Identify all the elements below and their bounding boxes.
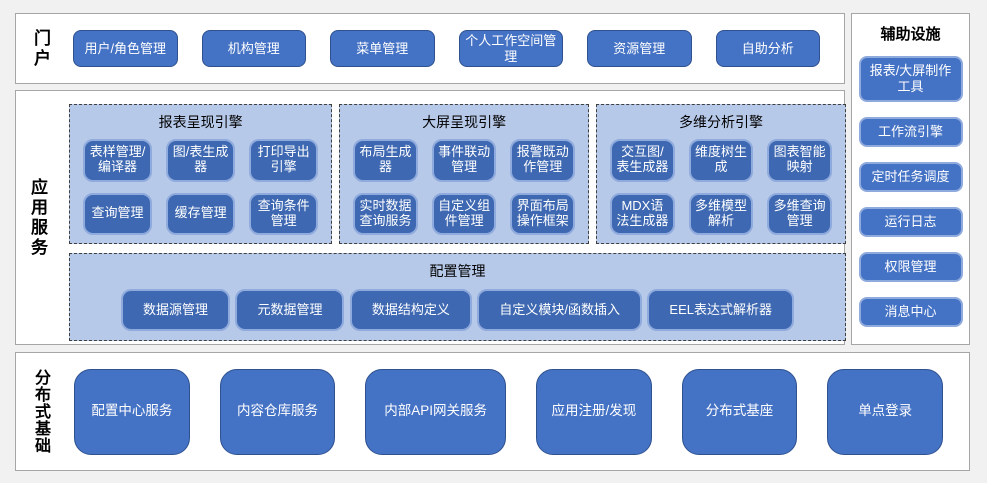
engine-sub-button[interactable]: 多维模型解析 (688, 192, 754, 235)
distributed-section-label: 分布式基础 (32, 369, 49, 454)
config-management-panel: 配置管理 数据源管理 元数据管理 数据结构定义 自定义模块/函数插入 EEL表达… (69, 253, 846, 341)
auxiliary-section: 辅助设施 报表/大屏制作工具 工作流引擎 定时任务调度 运行日志 权限管理 消息… (851, 13, 970, 345)
engine-sub-button[interactable]: 查询条件管理 (249, 192, 319, 235)
config-button-structure[interactable]: 数据结构定义 (349, 289, 472, 331)
engine-sub-button[interactable]: 交互图/表生成器 (610, 139, 675, 182)
engine-panels: 报表呈现引擎 表样管理/编译器 图/表生成器 打印导出引擎 查询管理 缓存管理 … (69, 104, 846, 244)
portal-button-org[interactable]: 机构管理 (201, 30, 306, 67)
app-services-section: 应用服务 报表呈现引擎 表样管理/编译器 图/表生成器 打印导出引擎 查询管理 … (15, 90, 846, 345)
olap-engine-grid: 交互图/表生成器 维度树生成 图表智能映射 MDX语法生成器 多维模型解析 多维… (610, 139, 832, 235)
dist-button-app-registry[interactable]: 应用注册/发现 (536, 368, 652, 455)
config-button-eel-parser[interactable]: EEL表达式解析器 (647, 289, 794, 331)
engine-sub-button[interactable]: 实时数据查询服务 (353, 192, 418, 235)
aux-button-permission[interactable]: 权限管理 (858, 252, 963, 282)
aux-button-scheduler[interactable]: 定时任务调度 (858, 162, 963, 192)
config-button-datasource[interactable]: 数据源管理 (121, 289, 231, 331)
engine-sub-button[interactable]: 自定义组件管理 (431, 192, 497, 235)
config-button-row: 数据源管理 元数据管理 数据结构定义 自定义模块/函数插入 EEL表达式解析器 (83, 288, 832, 332)
aux-button-message-center[interactable]: 消息中心 (858, 297, 963, 327)
dashboard-engine-grid: 布局生成器 事件联动管理 报警既动作管理 实时数据查询服务 自定义组件管理 界面… (353, 139, 576, 235)
engine-sub-button[interactable]: 打印导出引擎 (249, 139, 319, 182)
auxiliary-title: 辅助设施 (880, 26, 941, 43)
engine-sub-button[interactable]: 图表智能映射 (767, 139, 832, 182)
dist-button-sso[interactable]: 单点登录 (827, 368, 944, 455)
engine-sub-button[interactable]: 界面布局操作框架 (510, 192, 576, 235)
report-engine-title: 报表呈现引擎 (158, 114, 243, 130)
engine-sub-button[interactable]: 维度树生成 (688, 139, 754, 182)
portal-button-user-role[interactable]: 用户/角色管理 (73, 30, 178, 67)
portal-section-label: 门户 (31, 28, 50, 69)
dist-button-distributed-base[interactable]: 分布式基座 (681, 368, 798, 455)
aux-button-workflow[interactable]: 工作流引擎 (858, 117, 963, 147)
dist-button-api-gateway[interactable]: 内部API网关服务 (365, 368, 507, 455)
distributed-section: 分布式基础 配置中心服务 内容仓库服务 内部API网关服务 应用注册/发现 分布… (15, 352, 970, 471)
report-engine-panel: 报表呈现引擎 表样管理/编译器 图/表生成器 打印导出引擎 查询管理 缓存管理 … (69, 104, 333, 244)
engine-sub-button[interactable]: 布局生成器 (353, 139, 418, 182)
dashboard-engine-title: 大屏呈现引擎 (422, 114, 507, 130)
engine-sub-button[interactable]: 表样管理/编译器 (83, 139, 153, 182)
olap-engine-title: 多维分析引擎 (679, 114, 764, 130)
engine-sub-button[interactable]: 事件联动管理 (431, 139, 497, 182)
portal-button-workspace[interactable]: 个人工作空间管理 (458, 30, 563, 67)
olap-engine-panel: 多维分析引擎 交互图/表生成器 维度树生成 图表智能映射 MDX语法生成器 多维… (596, 104, 846, 244)
config-button-metadata[interactable]: 元数据管理 (235, 289, 345, 331)
config-management-title: 配置管理 (429, 263, 486, 279)
app-services-label: 应用服务 (28, 177, 47, 258)
portal-button-row: 用户/角色管理 机构管理 菜单管理 个人工作空间管理 资源管理 自助分析 (73, 30, 820, 67)
portal-button-selfservice[interactable]: 自助分析 (715, 30, 820, 67)
dist-button-config-center[interactable]: 配置中心服务 (74, 368, 190, 455)
engine-sub-button[interactable]: 查询管理 (83, 192, 153, 235)
engine-sub-button[interactable]: MDX语法生成器 (610, 192, 675, 235)
report-engine-grid: 表样管理/编译器 图/表生成器 打印导出引擎 查询管理 缓存管理 查询条件管理 (83, 139, 319, 235)
engine-sub-button[interactable]: 缓存管理 (166, 192, 236, 235)
dist-button-content-repo[interactable]: 内容仓库服务 (219, 368, 336, 455)
aux-button-runlog[interactable]: 运行日志 (858, 207, 963, 237)
distributed-button-row: 配置中心服务 内容仓库服务 内部API网关服务 应用注册/发现 分布式基座 单点… (74, 368, 944, 455)
portal-button-menu[interactable]: 菜单管理 (330, 30, 435, 67)
engine-sub-button[interactable]: 报警既动作管理 (510, 139, 576, 182)
config-button-custom-module[interactable]: 自定义模块/函数插入 (477, 289, 642, 331)
aux-button-report-tool[interactable]: 报表/大屏制作工具 (858, 56, 963, 102)
portal-section: 门户 用户/角色管理 机构管理 菜单管理 个人工作空间管理 资源管理 自助分析 (15, 13, 845, 84)
engine-sub-button[interactable]: 多维查询管理 (767, 192, 832, 235)
engine-sub-button[interactable]: 图/表生成器 (166, 139, 236, 182)
dashboard-engine-panel: 大屏呈现引擎 布局生成器 事件联动管理 报警既动作管理 实时数据查询服务 自定义… (339, 104, 590, 244)
portal-button-resource[interactable]: 资源管理 (587, 30, 692, 67)
